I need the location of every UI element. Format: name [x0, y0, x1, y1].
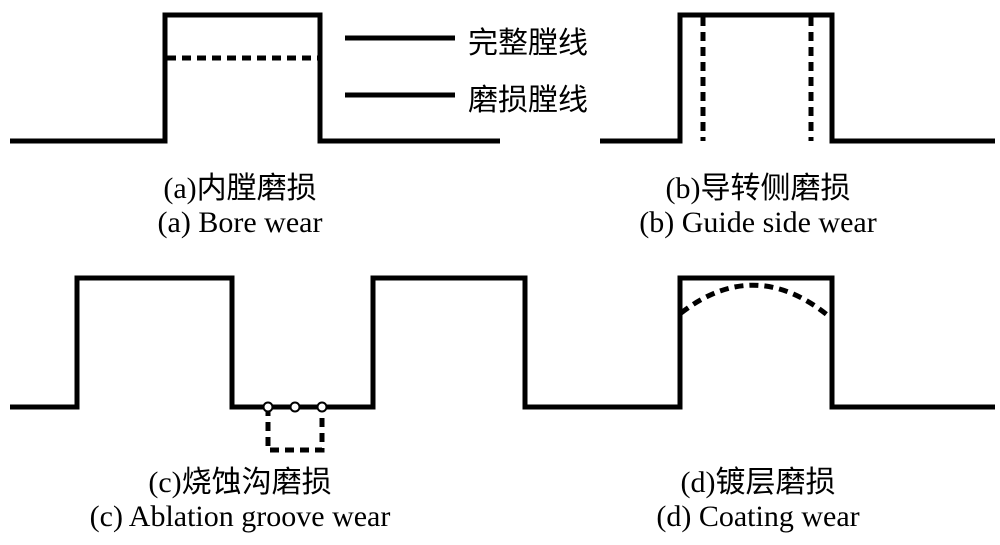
panel-a-caption-en: (a) Bore wear	[157, 206, 323, 239]
panel-c-drawing	[10, 275, 560, 453]
panel-b-drawing	[600, 12, 995, 144]
panel-d-caption-en: (d) Coating wear	[656, 500, 860, 533]
panel-a-intact-rifling-line	[10, 12, 500, 144]
panel-c-marker-left	[262, 401, 274, 413]
panel-a-caption-cn: (a)内膛磨损	[163, 172, 317, 205]
panel-b-caption-en: (b) Guide side wear	[639, 206, 877, 239]
panel-b-intact-rifling-line	[600, 12, 995, 144]
panel-c-intact-rifling-line	[10, 275, 560, 410]
panel-d-caption: (d)镀层磨损 (d) Coating wear	[558, 466, 958, 534]
panel-b-caption: (b)导转侧磨损 (b) Guide side wear	[558, 172, 958, 240]
legend-intact-label: 完整膛线	[468, 26, 588, 61]
legend-worn-label: 磨损膛线	[468, 83, 588, 118]
panel-c-marker-right	[316, 401, 328, 413]
panel-a-drawing	[10, 12, 500, 144]
panel-c-caption: (c)烧蚀沟磨损 (c) Ablation groove wear	[40, 466, 440, 534]
panel-c-marker-center	[289, 401, 301, 413]
panel-b-caption-cn: (b)导转侧磨损	[665, 172, 851, 205]
legend	[345, 35, 455, 98]
panel-d-drawing	[560, 275, 995, 410]
panel-d-intact-rifling-line	[560, 275, 995, 410]
panel-c-caption-en: (c) Ablation groove wear	[89, 500, 391, 533]
panel-c-ablation-groove	[265, 407, 325, 453]
panel-d-worn-coating-arc	[679, 282, 833, 320]
panel-a-caption: (a)内膛磨损 (a) Bore wear	[40, 172, 440, 240]
panel-d-caption-cn: (d)镀层磨损	[680, 466, 836, 499]
panel-c-caption-cn: (c)烧蚀沟磨损	[148, 466, 332, 499]
